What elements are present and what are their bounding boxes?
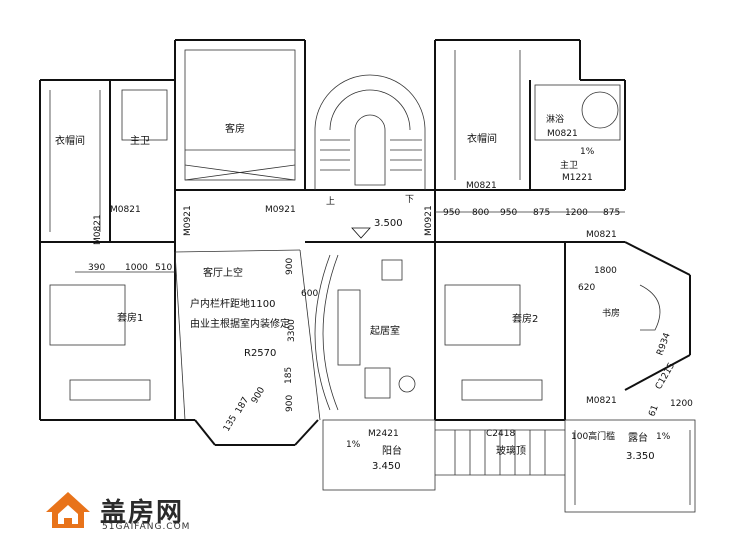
- stair-down-label: 下: [405, 195, 414, 205]
- window-c2418: C2418: [486, 429, 515, 439]
- railing-note-1: 户内栏杆距地1100: [190, 297, 275, 310]
- logo-url: 51GAIFANG.COM: [102, 522, 191, 532]
- dim-135: 135: [222, 414, 239, 434]
- dim-187: 187: [234, 396, 251, 416]
- elevation-balcony: 3.450: [372, 461, 401, 472]
- glass-roof-label: 玻璃顶: [496, 444, 526, 457]
- family-room-label: 起居室: [370, 324, 400, 337]
- dim-390: 390: [88, 263, 105, 273]
- dim-1000: 1000: [125, 263, 148, 273]
- study-label: 书房: [602, 307, 620, 319]
- balcony-label: 阳台: [382, 444, 402, 457]
- hall-marker: [351, 227, 371, 239]
- door-m0921-b: M0921: [265, 205, 296, 215]
- suite-right-label: 套房2: [512, 312, 538, 325]
- bath-tub-label: 淋浴: [546, 113, 564, 125]
- window-c1215: C1215: [654, 361, 677, 391]
- dim-950-b: 950: [500, 208, 517, 218]
- dim-1200-a: 1200: [565, 208, 588, 218]
- living-void-label: 客厅上空: [203, 266, 243, 279]
- guest-room-label: 客房: [225, 122, 245, 135]
- elevation-hall: 3.500: [374, 218, 403, 229]
- door-m0821-e: M0821: [586, 230, 617, 240]
- door-m0921-a: M0921: [183, 205, 193, 236]
- slope-terrace: 1%: [656, 432, 671, 442]
- dim-900-c: 900: [285, 395, 295, 412]
- master-bath-left-label: 主卫: [130, 135, 150, 147]
- logo-name: 盖房网: [100, 498, 185, 528]
- door-m0821-f: M0821: [586, 396, 617, 406]
- dim-875-a: 875: [533, 208, 550, 218]
- slope-bath: 1%: [580, 147, 595, 157]
- door-m0821-d: M0821: [547, 129, 578, 139]
- walls: [39, 39, 691, 446]
- closet-right-label: 衣帽间: [467, 132, 497, 145]
- dim-800-a: 800: [472, 208, 489, 218]
- dim-510: 510: [155, 263, 172, 273]
- dim-185: 185: [284, 367, 294, 384]
- slope-balcony: 1%: [346, 440, 361, 450]
- dim-1800: 1800: [594, 266, 617, 276]
- door-m0921-c: M0921: [424, 205, 434, 236]
- closet-left-label: 衣帽间: [55, 134, 85, 147]
- dim-900-a: 900: [285, 258, 295, 275]
- site-logo: 盖房网 51GAIFANG.COM: [42, 488, 222, 538]
- stair-up-label: 上: [326, 196, 335, 207]
- elevation-terrace: 3.350: [626, 451, 655, 462]
- door-m2421: M2421: [368, 429, 399, 439]
- door-m0821-a: M0821: [110, 205, 141, 215]
- door-m1221: M1221: [562, 173, 593, 183]
- suite-left-label: 套房1: [117, 311, 143, 324]
- railing-note-2: 由业主根据室内装修定: [190, 317, 290, 330]
- door-m0821-b: M0821: [93, 214, 103, 245]
- dim-620: 620: [578, 283, 595, 293]
- thin-lines: [49, 49, 696, 513]
- door-m0821-c: M0821: [466, 181, 497, 191]
- dim-61: 61: [647, 404, 660, 418]
- dim-r2570: R2570: [244, 348, 276, 359]
- terrace-label: 露台: [628, 431, 648, 444]
- dim-875-b: 875: [603, 208, 620, 218]
- dim-r934: R934: [655, 331, 673, 357]
- dim-3300: 3300: [287, 319, 297, 342]
- house-logo-icon: [46, 492, 90, 528]
- master-bath-right-label: 主卫: [560, 159, 578, 171]
- door-threshold-note: 100高门槛: [571, 430, 615, 442]
- dim-600: 600: [301, 289, 318, 299]
- dim-900-b: 900: [250, 385, 267, 405]
- dim-1200-b: 1200: [670, 399, 693, 409]
- dim-950-a: 950: [443, 208, 460, 218]
